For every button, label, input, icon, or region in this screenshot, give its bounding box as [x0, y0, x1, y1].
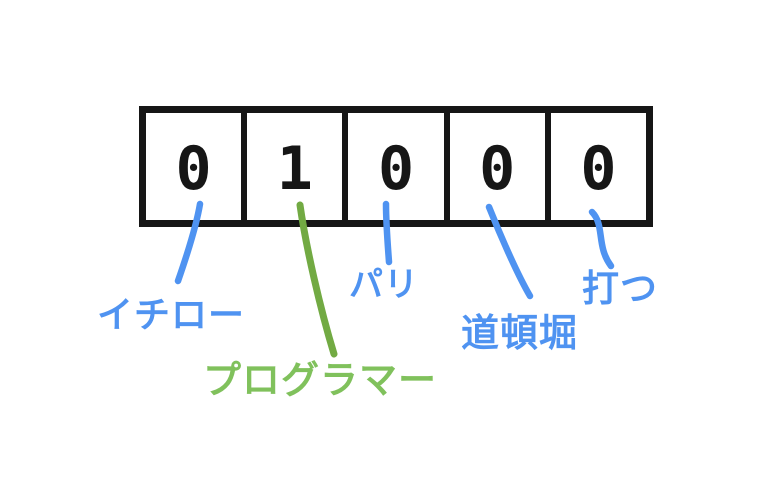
bit-cell-2: 1 — [247, 113, 349, 220]
bit-value-4: 0 — [479, 133, 516, 204]
label-ichiro: イチロー — [97, 295, 246, 336]
bit-cell-4: 0 — [450, 113, 551, 220]
bit-value-5: 0 — [580, 133, 617, 204]
label-dotonbori: 道頓堀 — [461, 311, 579, 355]
bit-cell-1: 0 — [146, 113, 248, 220]
bit-value-1: 0 — [175, 133, 212, 204]
bit-cell-3: 0 — [348, 113, 450, 220]
connector-line-programmer — [296, 201, 338, 358]
label-programmer: プログラマー — [203, 358, 438, 402]
bit-cell-5: 0 — [551, 113, 646, 220]
label-paris: パリ — [349, 265, 419, 305]
bit-value-3: 0 — [377, 133, 415, 204]
label-utsu: 打つ — [582, 267, 658, 310]
bit-array: 0 1 0 0 0 — [139, 106, 653, 227]
bit-value-2: 1 — [276, 133, 313, 204]
